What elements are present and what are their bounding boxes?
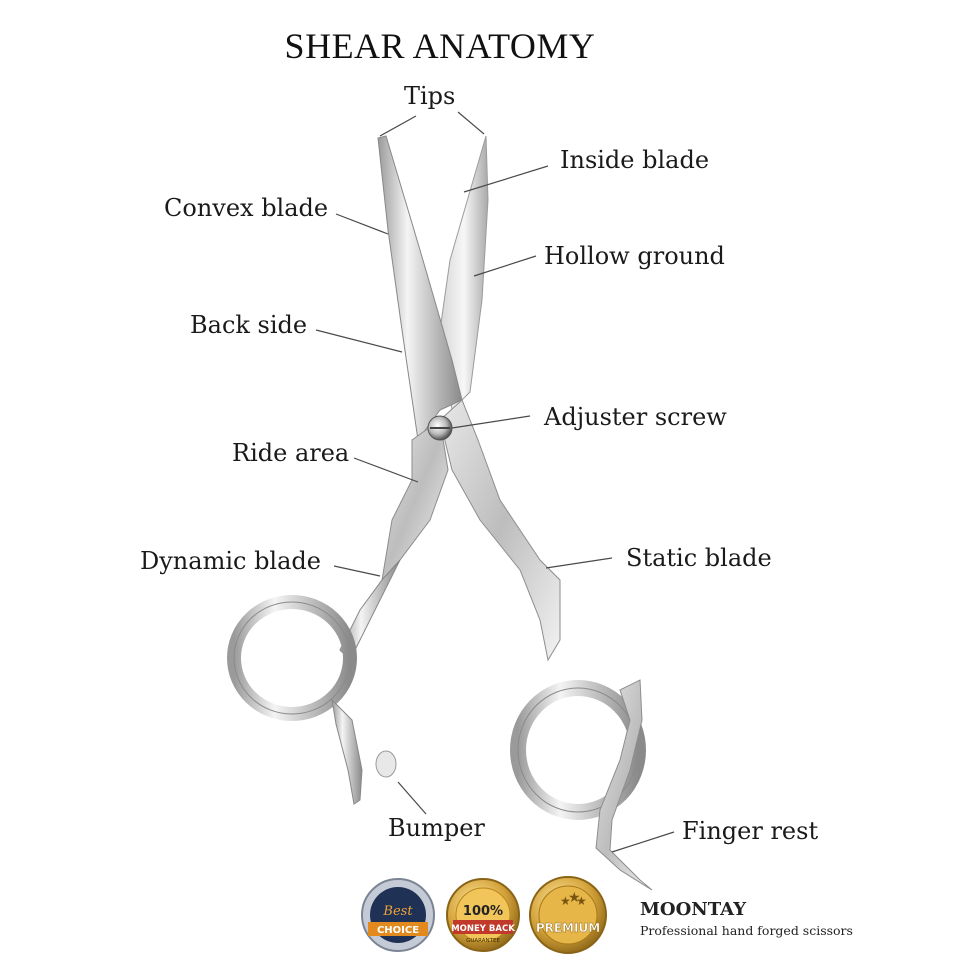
dynamic-blade-leader (333, 565, 381, 577)
label-hollow-ground: Hollow ground (544, 242, 725, 270)
brand-name: MOONTAY (640, 899, 747, 920)
svg-text:★: ★ (560, 894, 571, 908)
bumper-leader (397, 781, 427, 815)
bumper-shape (375, 750, 397, 778)
ride-area-shape (381, 419, 449, 582)
money-badge-line1: 100% (463, 904, 503, 919)
best-choice-badge (361, 878, 435, 952)
leader-lines (315, 111, 675, 853)
finger-rest-shape (595, 679, 653, 891)
label-static-blade: Static blade (626, 544, 772, 572)
left-tang (331, 698, 363, 805)
money-badge-line3: GUARANTEE (466, 938, 500, 944)
convex-blade-shape (377, 135, 463, 442)
money-back-badge (446, 878, 520, 952)
label-tips: Tips (404, 82, 456, 110)
label-convex-blade: Convex blade (164, 194, 329, 222)
svg-text:★: ★ (576, 894, 587, 908)
label-inside-blade: Inside blade (560, 146, 710, 174)
brand-tagline: Professional hand forged scissors (640, 923, 853, 938)
svg-text:★: ★ (568, 890, 581, 906)
label-adjuster-screw: Adjuster screw (544, 403, 727, 431)
adjuster-screw-leader (451, 415, 531, 429)
tips-leader (379, 115, 417, 137)
left-finger-ring (227, 595, 357, 721)
convex-blade-leader (335, 213, 389, 235)
money-badge-line2: MONEY BACK (451, 924, 515, 934)
page-title: SHEAR ANATOMY (284, 26, 596, 66)
hollow-ground-leader (473, 255, 537, 277)
label-ride-area: Ride area (232, 439, 350, 467)
static-blade-leader (545, 557, 613, 569)
label-bumper: Bumper (388, 814, 485, 842)
label-back-side: Back side (190, 311, 308, 339)
best-badge-line2: CHOICE (377, 925, 419, 936)
premium-badge-line1: PREMIUM (536, 921, 600, 935)
static-blade-shank (439, 399, 561, 662)
back-side-leader (315, 329, 403, 353)
inside-blade-leader (463, 165, 549, 193)
label-finger-rest: Finger rest (682, 817, 819, 845)
ride-area-leader (353, 457, 419, 483)
label-dynamic-blade: Dynamic blade (140, 547, 321, 575)
finger-rest-leader (611, 831, 675, 853)
best-badge-line1: Best (382, 904, 413, 919)
premium-badge: ★ ★ ★ (529, 876, 607, 954)
